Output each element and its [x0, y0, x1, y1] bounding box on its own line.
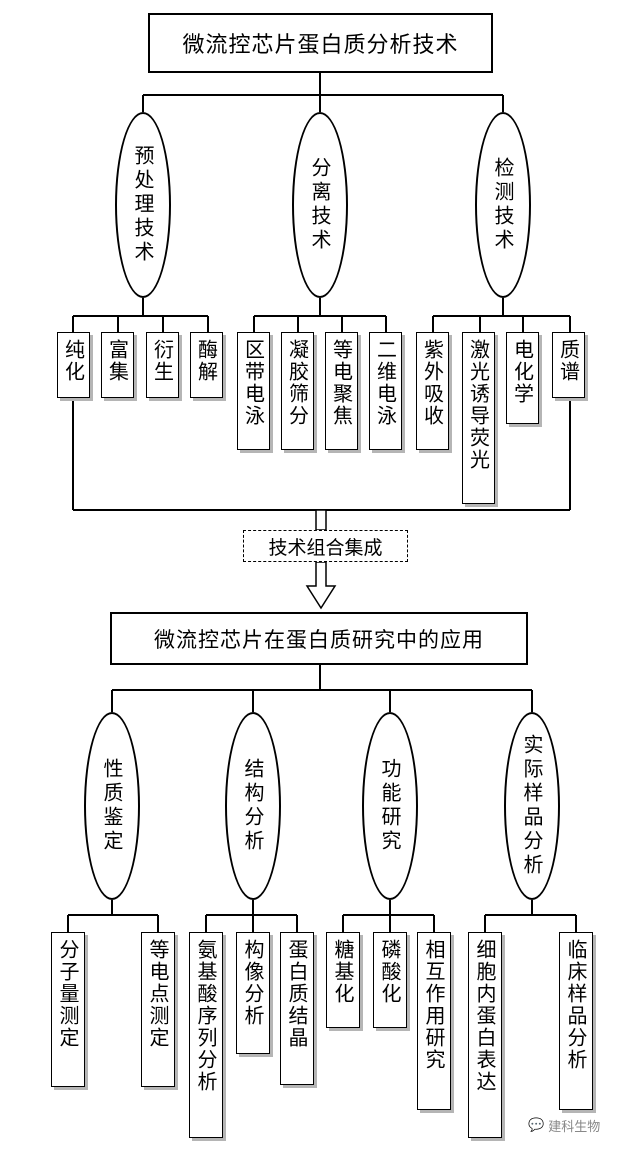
category-function-research: 功能研究: [362, 712, 418, 900]
leaf-label: 紫外吸收: [420, 339, 445, 427]
category-structure-analysis: 结构分析: [225, 712, 281, 900]
leaf-label: 二维电泳: [373, 339, 398, 427]
leaf-label: 电化学: [510, 339, 535, 405]
leaf-phosphorylation: 磷酸化: [373, 932, 407, 1028]
leaf-label: 磷酸化: [378, 939, 402, 1005]
leaf-electrochemistry: 电化学: [506, 332, 539, 424]
leaf-purification: 纯化: [57, 332, 90, 398]
leaf-label: 糖基化: [331, 939, 355, 1005]
leaf-label: 凝胶筛分: [285, 339, 310, 427]
leaf-derivatization: 衍生: [146, 332, 179, 398]
category-label: 实际样品分析: [520, 734, 544, 878]
watermark-text: 建科生物: [548, 1120, 601, 1135]
category-separation: 分离技术: [292, 112, 348, 298]
category-label: 预处理技术: [131, 145, 155, 265]
bottom-title: 微流控芯片在蛋白质研究中的应用: [110, 612, 528, 665]
leaf-label: 等电点测定: [146, 939, 170, 1049]
leaf-zone-electrophoresis: 区带电泳: [237, 332, 270, 450]
category-real-sample-analysis: 实际样品分析: [504, 712, 560, 900]
watermark: 💬 建科生物: [528, 1116, 600, 1135]
integration-label: 技术组合集成: [268, 536, 383, 559]
chat-bubble-icon: 💬: [528, 1118, 545, 1133]
leaf-glycosylation: 糖基化: [326, 932, 360, 1028]
category-label: 检测技术: [491, 157, 515, 253]
leaf-amino-acid-sequence: 氨基酸序列分析: [189, 932, 223, 1138]
leaf-label: 蛋白质结晶: [285, 939, 309, 1049]
leaf-label: 细胞内蛋白表达: [473, 939, 497, 1093]
leaf-clinical-sample: 临床样品分析: [559, 932, 593, 1110]
category-label: 功能研究: [378, 758, 402, 854]
leaf-label: 激光诱导荧光: [466, 339, 491, 471]
leaf-label: 区带电泳: [241, 339, 266, 427]
leaf-isoelectric-point: 等电点测定: [141, 932, 175, 1087]
leaf-label: 衍生: [150, 339, 175, 383]
top-title-text: 微流控芯片蛋白质分析技术: [182, 33, 459, 58]
leaf-label: 纯化: [61, 339, 86, 383]
leaf-label: 分子量测定: [56, 939, 80, 1049]
leaf-enrichment: 富集: [101, 332, 134, 398]
leaf-label: 酶解: [194, 339, 219, 383]
bottom-title-text: 微流控芯片在蛋白质研究中的应用: [154, 627, 484, 652]
leaf-intracellular-expression: 细胞内蛋白表达: [468, 932, 502, 1138]
leaf-label: 氨基酸序列分析: [194, 939, 218, 1093]
leaf-label: 临床样品分析: [564, 939, 588, 1071]
leaf-label: 质谱: [556, 339, 581, 383]
leaf-interaction: 相互作用研究: [417, 932, 451, 1110]
leaf-molecular-weight: 分子量测定: [51, 932, 85, 1087]
leaf-2d-electrophoresis: 二维电泳: [369, 332, 402, 450]
top-title: 微流控芯片蛋白质分析技术: [148, 13, 493, 73]
leaf-gel-sieving: 凝胶筛分: [281, 332, 314, 450]
leaf-crystallization: 蛋白质结晶: [280, 932, 314, 1085]
leaf-uv-absorption: 紫外吸收: [416, 332, 449, 450]
leaf-isoelectric-focusing: 等电聚焦: [325, 332, 358, 450]
category-property-identification: 性质鉴定: [84, 712, 140, 900]
category-label: 性质鉴定: [100, 758, 124, 854]
leaf-label: 等电聚焦: [329, 339, 354, 427]
leaf-label: 构像分析: [241, 939, 265, 1027]
integration-box: 技术组合集成: [243, 530, 408, 562]
category-pretreatment: 预处理技术: [115, 112, 171, 298]
leaf-mass-spectrometry: 质谱: [552, 332, 585, 398]
category-label: 分离技术: [308, 157, 332, 253]
leaf-laser-induced-fluorescence: 激光诱导荧光: [462, 332, 495, 504]
leaf-label: 富集: [105, 339, 130, 383]
category-label: 结构分析: [241, 758, 265, 854]
leaf-conformation: 构像分析: [236, 932, 270, 1054]
leaf-label: 相互作用研究: [422, 939, 446, 1071]
leaf-enzymolysis: 酶解: [190, 332, 223, 398]
category-detection: 检测技术: [475, 112, 531, 298]
